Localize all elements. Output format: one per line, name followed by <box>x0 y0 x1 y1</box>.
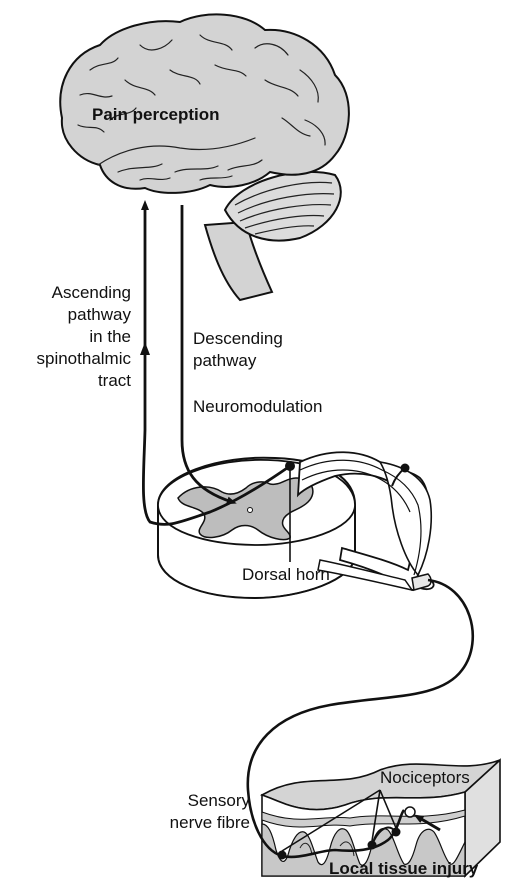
ascending-line-1: Ascending <box>10 282 131 304</box>
descending-pathway-label: Descending pathway <box>193 328 283 372</box>
descending-line-2: pathway <box>193 350 283 372</box>
injury-site <box>405 807 415 817</box>
ascending-line-2: pathway <box>10 304 131 326</box>
dorsal-root-ganglion <box>380 462 431 575</box>
pain-perception-label: Pain perception <box>92 104 220 126</box>
neuromodulation-label: Neuromodulation <box>193 396 322 418</box>
descending-line-1: Descending <box>193 328 283 350</box>
sensory-line-1: Sensory <box>118 790 250 812</box>
sensory-line-2: nerve fibre <box>118 812 250 834</box>
sensory-nerve-fibre-label: Sensory nerve fibre <box>118 790 250 834</box>
dorsal-horn-synapse-dot <box>285 461 295 471</box>
ascending-pathway-label: Ascending pathway in the spinothalmic tr… <box>10 282 131 392</box>
ascending-line-5: tract <box>10 370 131 392</box>
brain <box>60 14 349 300</box>
nociceptors-label: Nociceptors <box>380 767 470 789</box>
ascending-line-4: spinothalmic <box>10 348 131 370</box>
local-tissue-injury-label: Local tissue injury <box>329 858 478 880</box>
dorsal-horn-label: Dorsal horn <box>242 564 330 586</box>
ascending-line-3: in the <box>10 326 131 348</box>
nociceptor-ending-1 <box>278 851 287 860</box>
